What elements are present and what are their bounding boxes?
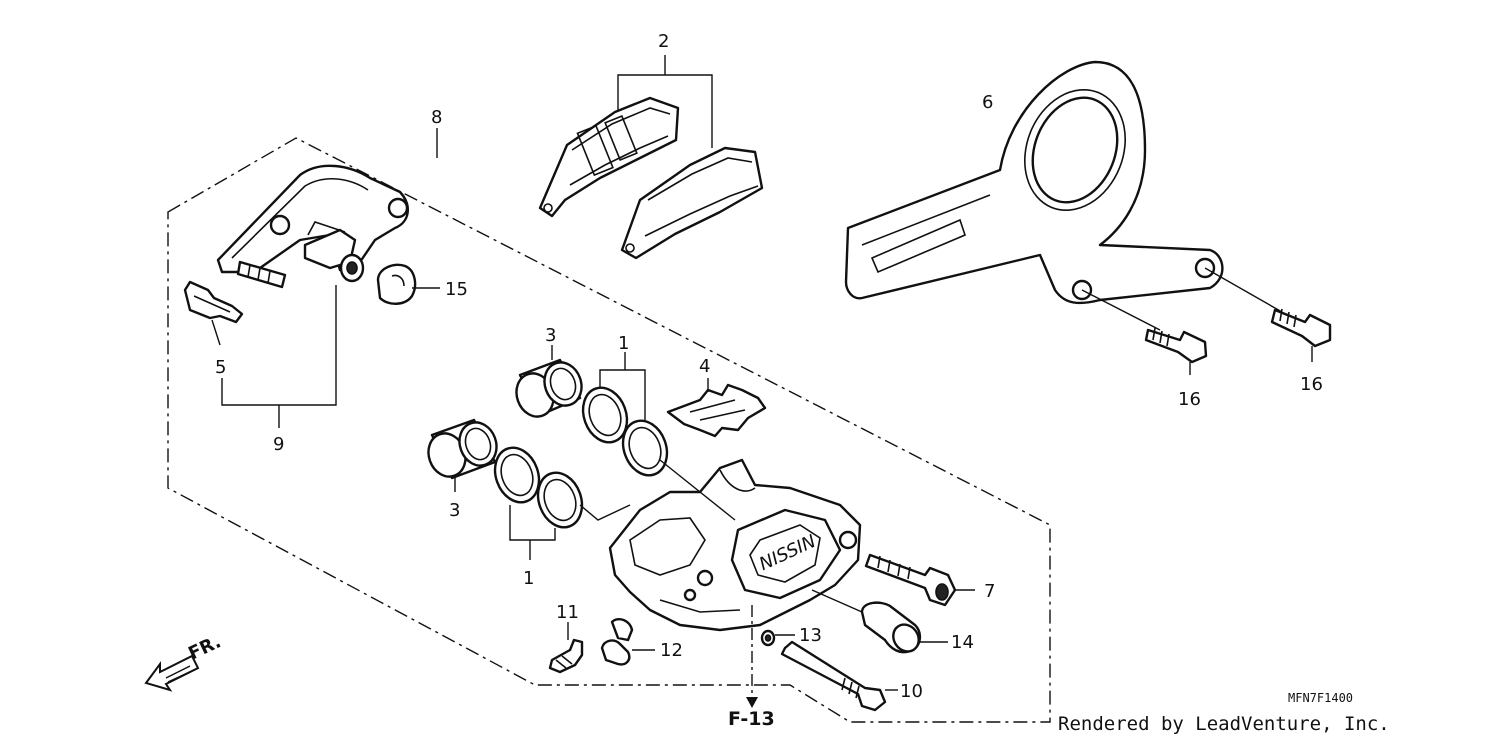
piston[interactable] bbox=[511, 357, 588, 422]
piston-leaders bbox=[454, 345, 553, 492]
pad-spring-clip[interactable] bbox=[183, 280, 244, 346]
callout-9: 9 bbox=[273, 434, 284, 455]
callout-8: 8 bbox=[431, 107, 442, 128]
callout-6: 6 bbox=[982, 92, 993, 113]
piston-seal[interactable] bbox=[576, 382, 635, 449]
piston[interactable] bbox=[423, 417, 503, 482]
pad-spring[interactable] bbox=[666, 378, 767, 438]
caliper-piston-leaders bbox=[659, 459, 736, 521]
callout-3: 3 bbox=[545, 325, 556, 346]
washer[interactable] bbox=[760, 629, 795, 647]
pin-collar[interactable] bbox=[339, 253, 365, 283]
callout-11: 11 bbox=[556, 602, 579, 623]
reference-arrow bbox=[746, 605, 758, 708]
front-direction-arrow: FR. bbox=[144, 631, 224, 692]
callout-2: 2 bbox=[658, 31, 669, 52]
caliper-hanger[interactable] bbox=[216, 164, 409, 289]
callout-16: 16 bbox=[1300, 374, 1323, 395]
callout-5: 5 bbox=[215, 357, 226, 378]
callout-4: 4 bbox=[699, 356, 710, 377]
pad-bracket-line bbox=[617, 55, 713, 148]
callout-7: 7 bbox=[984, 581, 995, 602]
rubber-boot[interactable] bbox=[376, 263, 440, 305]
brake-pad-set[interactable] bbox=[538, 96, 764, 260]
bracket-bolt[interactable] bbox=[1270, 308, 1332, 348]
callout-1: 1 bbox=[618, 333, 629, 354]
bracket-bolt[interactable] bbox=[1144, 327, 1208, 364]
pin-plug-leader bbox=[811, 589, 863, 613]
callout-14: 14 bbox=[951, 632, 974, 653]
caliper-bracket-plate[interactable] bbox=[844, 60, 1224, 305]
bracket-bolt-leaders bbox=[1081, 267, 1313, 375]
diagram-code: MFN7F1400 bbox=[1288, 691, 1353, 705]
front-direction-label: FR. bbox=[185, 631, 224, 664]
caliper-body[interactable]: NISSIN bbox=[608, 458, 862, 632]
callout-15: 15 bbox=[445, 279, 468, 300]
pin-bolt[interactable] bbox=[864, 553, 975, 607]
callout-3: 3 bbox=[449, 500, 460, 521]
callout-1: 1 bbox=[523, 568, 534, 589]
callout-12: 12 bbox=[660, 640, 683, 661]
dust-seal[interactable] bbox=[616, 415, 675, 482]
callout-16: 16 bbox=[1178, 389, 1201, 410]
callout-10: 10 bbox=[900, 681, 923, 702]
hanger-bracket-line bbox=[221, 285, 337, 428]
pin-plug[interactable] bbox=[860, 601, 948, 657]
pad-pin[interactable] bbox=[780, 640, 898, 712]
bleeder-screw[interactable] bbox=[548, 622, 584, 674]
dust-seal[interactable] bbox=[531, 467, 590, 534]
credit-text: Rendered by LeadVenture, Inc. bbox=[1058, 713, 1390, 735]
piston-seal[interactable] bbox=[488, 442, 547, 509]
callout-13: 13 bbox=[799, 625, 822, 646]
reference-label: F-13 bbox=[728, 708, 775, 730]
bleeder-cap[interactable] bbox=[600, 618, 655, 666]
seal-bracket-lines bbox=[509, 352, 646, 560]
